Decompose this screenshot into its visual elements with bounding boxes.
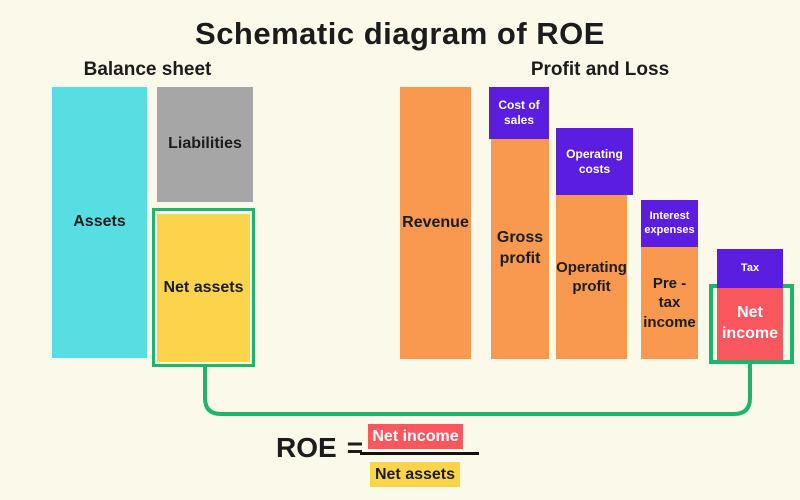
net-assets-box: Net assets [157,214,250,362]
net-assets-highlight-outline [152,208,255,367]
liabilities-label: Liabilities [168,135,242,153]
gross-profit-label: Gross profit [496,229,544,267]
balance-sheet-heading: Balance sheet [83,59,212,80]
cost-of-sales-box: Cost of sales [489,87,549,139]
revenue-bar: Revenue [400,87,471,359]
operating-profit-bar: Operating profit [556,195,627,359]
operating-costs-box: Operating costs [556,128,633,195]
cost-of-sales-label: Cost of sales [498,98,540,127]
gross-profit-bar: Gross profit [491,139,549,359]
net-income-box: Net income [717,288,783,360]
operating-profit-label: Operating profit [556,258,627,296]
formula-denominator-net-assets: Net assets [370,462,460,487]
roe-text: ROE [276,432,337,463]
pre-tax-income-bar: Pre - tax income [641,247,698,359]
interest-expenses-box: Interest expenses [641,200,698,247]
net-assets-label: Net assets [163,278,244,296]
page-title: Schematic diagram of ROE [195,16,605,51]
net-income-label: Net income [721,304,778,342]
revenue-label: Revenue [402,213,469,231]
roe-formula-lhs: ROE = [276,432,363,464]
assets-label: Assets [73,213,126,231]
assets-box: Assets [52,87,147,358]
formula-numerator-net-income: Net income [368,424,463,449]
profit-and-loss-heading: Profit and Loss [530,59,670,80]
pre-tax-income-label: Pre - tax income [643,274,696,331]
equals-sign: = [346,432,364,463]
operating-costs-label: Operating costs [566,146,623,176]
tax-label: Tax [740,261,760,274]
fraction-bar [360,452,479,455]
interest-expenses-label: Interest expenses [644,209,695,236]
tax-box: Tax [717,249,783,288]
liabilities-box: Liabilities [157,87,253,202]
